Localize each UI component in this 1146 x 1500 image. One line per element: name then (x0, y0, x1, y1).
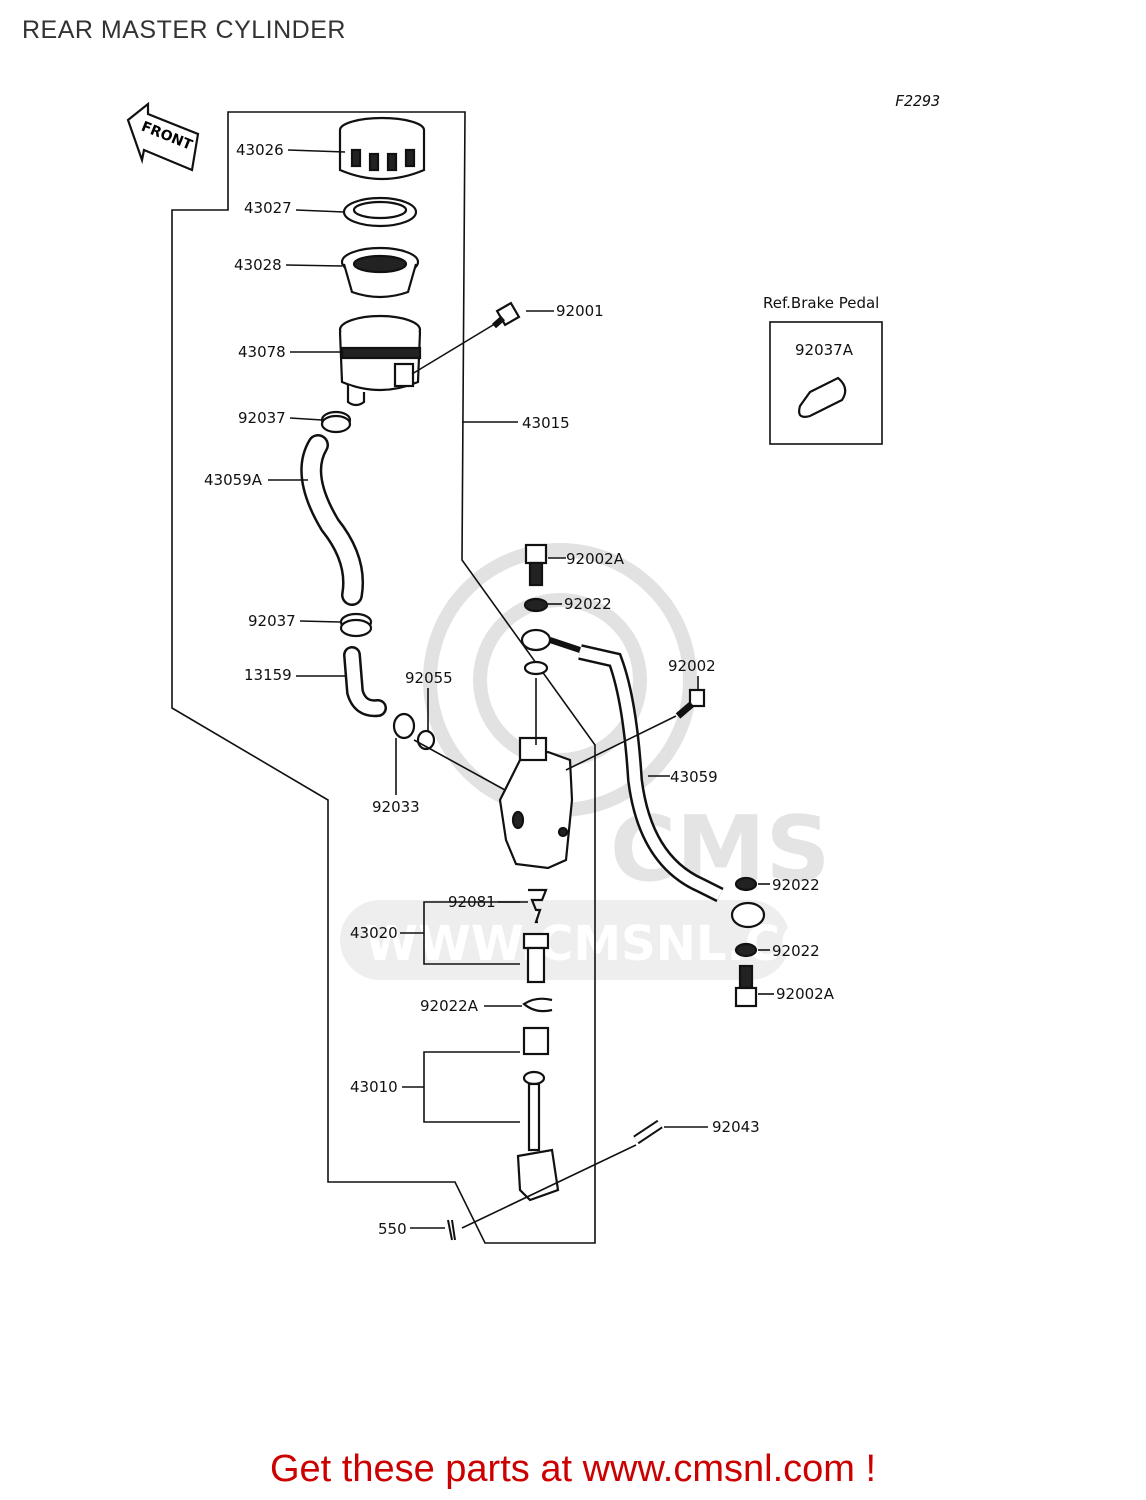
return-spring (528, 888, 548, 924)
washer-top-2 (523, 660, 549, 676)
label-43026: 43026 (236, 141, 284, 159)
hose-clamp-top (320, 410, 352, 434)
reference-box-part: 92037A (795, 341, 854, 359)
label-43020: 43020 (350, 924, 398, 942)
reference-box (769, 321, 883, 445)
label-92033: 92033 (372, 798, 420, 816)
label-43028: 43028 (234, 256, 282, 274)
label-92037-mid: 92037 (248, 612, 296, 630)
label-92081: 92081 (448, 893, 496, 911)
figure-code: F2293 (895, 92, 941, 110)
label-43027: 43027 (244, 199, 292, 217)
label-43015: 43015 (522, 414, 570, 432)
label-92001: 92001 (556, 302, 604, 320)
piston (522, 932, 550, 984)
label-92002A-bottom: 92002A (776, 985, 835, 1003)
watermark-logo: CMS WWW.CMSNL.COM (340, 543, 869, 980)
watermark-url: WWW.CMSNL.COM (365, 916, 869, 972)
label-92037-top: 92037 (238, 409, 286, 427)
footer-link[interactable]: Get these parts at www.cmsnl.com ! (269, 1448, 877, 1490)
reservoir-screw (492, 301, 521, 329)
label-13159: 13159 (244, 666, 292, 684)
label-92002A-top: 92002A (566, 550, 625, 568)
reservoir-cap (338, 116, 426, 181)
banjo-fitting-bottom (730, 901, 766, 929)
label-92022A: 92022A (420, 997, 479, 1015)
brake-pedal-clamp (798, 376, 847, 418)
label-43010: 43010 (350, 1078, 398, 1096)
diaphragm (340, 246, 420, 299)
part-labels: 43026 43027 43028 43078 92001 92037 4301… (204, 141, 835, 1238)
label-92002: 92002 (668, 657, 716, 675)
page-title: REAR MASTER CYLINDER (22, 16, 346, 44)
label-43078: 43078 (238, 343, 286, 361)
snap-ring (522, 997, 553, 1013)
assembly-outline (171, 111, 596, 1244)
label-43059: 43059 (670, 768, 718, 786)
banjo-bolt-bottom (734, 964, 758, 1008)
washer-bottom-1 (734, 876, 758, 892)
washer-top-1 (523, 597, 549, 613)
mounting-bolt (675, 688, 706, 719)
label-92022-right-1: 92022 (772, 876, 820, 894)
label-43059A: 43059A (204, 471, 263, 489)
leader-lines (268, 149, 774, 1229)
reservoir (338, 314, 422, 407)
banjo-fitting-top (520, 628, 581, 653)
diaphragm-plate (342, 196, 418, 228)
label-92055: 92055 (405, 669, 453, 687)
master-cylinder-body (498, 736, 574, 870)
push-rod (516, 1070, 560, 1202)
dust-boot (522, 1026, 550, 1056)
label-92022-top: 92022 (564, 595, 612, 613)
hose-clamp-bottom (339, 612, 373, 638)
label-92022-right-2: 92022 (772, 942, 820, 960)
cotter-pin (447, 1219, 456, 1241)
washer-bottom-2 (734, 942, 758, 958)
label-92043: 92043 (712, 1118, 760, 1136)
banjo-bolt-top (524, 543, 548, 587)
reference-box-title: Ref.Brake Pedal (763, 294, 879, 312)
front-arrow: FRONT (126, 101, 200, 172)
circlip (392, 712, 416, 740)
label-550: 550 (378, 1220, 407, 1238)
parts-diagram: CMS WWW.CMSNL.COM FRONT (126, 101, 883, 1244)
clevis-pin (633, 1119, 663, 1145)
